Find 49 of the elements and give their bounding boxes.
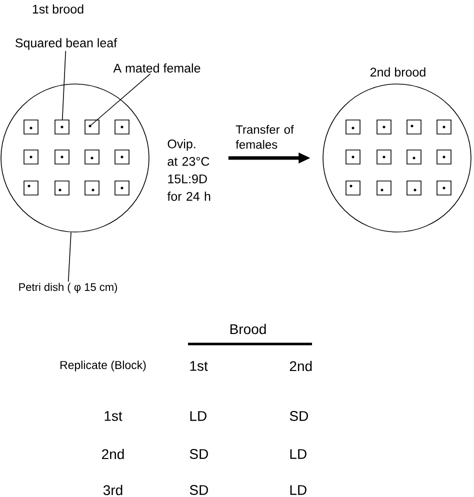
table-text: LD bbox=[290, 449, 306, 459]
brood-heading: 2nd brood bbox=[370, 67, 426, 77]
table-text: 2nd bbox=[102, 448, 124, 460]
leaf-square bbox=[114, 180, 130, 196]
table-text: SD bbox=[190, 449, 208, 459]
leaf-square bbox=[114, 120, 130, 134]
table-text: LD bbox=[190, 411, 206, 421]
leaf-square bbox=[114, 150, 130, 164]
leader-line bbox=[68, 232, 72, 282]
callout-label: Squared bean leaf bbox=[15, 38, 118, 50]
leaf-square bbox=[346, 180, 360, 196]
table-text: 1st bbox=[104, 411, 122, 421]
leaf-square bbox=[346, 120, 360, 134]
leaf-square bbox=[376, 180, 392, 196]
leaf-square bbox=[24, 180, 38, 196]
leaf-square bbox=[54, 120, 70, 134]
leaf-square bbox=[54, 180, 70, 196]
callout-label: A mated female bbox=[113, 63, 200, 73]
brood-heading: 1st brood bbox=[32, 4, 84, 14]
table-text: SD bbox=[290, 411, 308, 421]
leaf-square bbox=[24, 120, 38, 134]
table-text: Replicate (Block) bbox=[60, 360, 146, 372]
leader-line bbox=[62, 50, 66, 120]
edge-label: Transfer of females bbox=[236, 125, 294, 149]
leaf-square bbox=[376, 150, 392, 164]
table-text: SD bbox=[190, 485, 208, 495]
table-text: 3rd bbox=[103, 484, 122, 496]
condition-text: Ovip. at 23°C 15L:9D for 24 h bbox=[167, 139, 210, 201]
leaf-square bbox=[84, 150, 100, 164]
leaf-square bbox=[24, 150, 38, 164]
leaf-square bbox=[436, 150, 452, 164]
leaf-square bbox=[406, 180, 422, 196]
leader-line bbox=[90, 73, 151, 126]
leaf-square bbox=[406, 120, 422, 134]
petri-dish bbox=[322, 84, 472, 232]
leaf-square bbox=[376, 120, 392, 134]
table-text: LD bbox=[290, 485, 306, 495]
leaf-square bbox=[406, 150, 422, 164]
callout-label: Petri dish ( φ 15 cm) bbox=[19, 282, 118, 294]
table-heading: Brood bbox=[230, 324, 266, 334]
petri-dish bbox=[0, 84, 150, 232]
leaf-square bbox=[436, 120, 452, 134]
leaf-square bbox=[84, 120, 100, 134]
table-text: 1st bbox=[190, 361, 208, 371]
leaf-square bbox=[84, 180, 100, 196]
table-text: 2nd bbox=[290, 360, 312, 372]
leaf-square bbox=[346, 150, 360, 164]
leaf-square bbox=[436, 180, 452, 196]
leaf-square bbox=[54, 150, 70, 164]
